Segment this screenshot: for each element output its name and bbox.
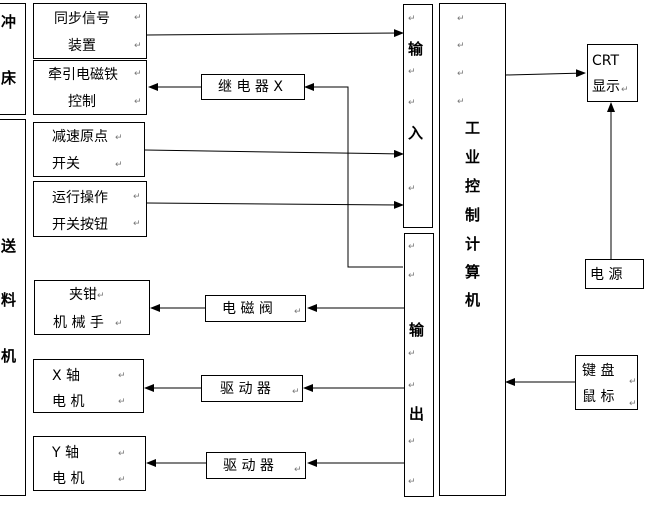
x-motor-line-2: 电 机 — [52, 394, 85, 410]
y-driver-box: 驱 动 器 — [206, 452, 306, 479]
paragraph-mark: ↵ — [294, 465, 302, 475]
relay-label: 继 电 器 X — [218, 79, 283, 95]
y-axis-motor-box: Y 轴 电 机 — [33, 436, 146, 491]
solenoid-valve-label: 电 磁 阀 — [222, 301, 273, 317]
crt-line-2: 显示 — [592, 79, 620, 95]
x-driver-label: 驱 动 器 — [220, 381, 271, 397]
power-label: 电 源 — [590, 267, 623, 283]
arrow-ipc-to-crt — [505, 69, 586, 78]
run-line-2: 开关按钮 — [52, 217, 108, 233]
feeder-label-2: 料 — [1, 291, 17, 309]
paragraph-mark: ↵ — [134, 97, 142, 107]
ipc-char-1: 工 — [465, 119, 481, 137]
ipc-char-4: 制 — [465, 206, 481, 224]
ipc-char-6: 算 — [465, 263, 481, 281]
press-label-2: 床 — [1, 69, 17, 87]
output-box: 输 出 — [404, 233, 434, 497]
x-motor-line-1: X 轴 — [52, 368, 81, 384]
line-output-to-relay — [304, 83, 403, 268]
y-motor-line-1: Y 轴 — [52, 445, 80, 461]
paragraph-mark: ↵ — [408, 98, 416, 108]
paragraph-mark: ↵ — [457, 41, 465, 51]
paragraph-mark: ↵ — [408, 271, 416, 281]
ipc-char-5: 计 — [465, 235, 481, 253]
keyboard-line-1: 键 盘 — [582, 363, 615, 379]
paragraph-mark: ↵ — [408, 184, 416, 194]
run-line-1: 运行操作 — [52, 190, 108, 206]
paragraph-mark: ↵ — [118, 397, 126, 407]
gripper-line-1: 夹钳 — [69, 287, 97, 303]
traction-line-2: 控制 — [68, 94, 96, 110]
decel-origin-switch-box: 减速原点 开关 — [33, 122, 145, 177]
paragraph-mark: ↵ — [118, 371, 126, 381]
paragraph-mark: ↵ — [115, 133, 123, 143]
paragraph-mark: ↵ — [294, 307, 302, 317]
paragraph-mark: ↵ — [457, 69, 465, 79]
paragraph-mark: ↵ — [629, 377, 637, 387]
industrial-computer-box: 工 业 控 制 计 算 机 — [439, 3, 506, 496]
paragraph-mark: ↵ — [118, 475, 126, 485]
output-label-2: 出 — [409, 405, 425, 423]
feeder-label-1: 送 — [1, 237, 17, 255]
arrow-sync-to-input — [146, 29, 404, 38]
run-button-box: 运行操作 开关按钮 — [33, 181, 147, 237]
feeder-box: 送 料 机 — [0, 119, 26, 496]
keyboard-line-2: 鼠 标 — [582, 389, 615, 405]
gripper-line-2: 机 械 手 — [53, 315, 104, 331]
power-box: 电 源 — [585, 259, 644, 289]
paragraph-mark: ↵ — [629, 399, 637, 409]
input-label-2: 入 — [408, 124, 424, 142]
press-box: 冲 床 — [0, 3, 26, 115]
traction-line-1: 牵引电磁铁 — [48, 67, 118, 83]
x-driver-box: 驱 动 器 — [201, 375, 303, 402]
crt-line-1: CRT — [592, 53, 620, 69]
press-label-1: 冲 — [1, 13, 17, 31]
ipc-char-3: 控 — [465, 177, 481, 195]
paragraph-mark: ↵ — [133, 219, 141, 229]
paragraph-mark: ↵ — [408, 437, 416, 447]
input-label-1: 输 — [408, 40, 424, 58]
decel-line-2: 开关 — [52, 156, 80, 172]
paragraph-mark: ↵ — [408, 349, 416, 359]
crt-display-box: CRT 显示 — [587, 44, 638, 102]
output-label-1: 输 — [409, 321, 425, 339]
paragraph-mark: ↵ — [134, 41, 142, 51]
arrow-run-to-input — [146, 200, 404, 209]
paragraph-mark: ↵ — [118, 449, 126, 459]
paragraph-mark: ↵ — [408, 14, 416, 24]
paragraph-mark: ↵ — [621, 85, 629, 95]
paragraph-mark: ↵ — [408, 381, 416, 391]
paragraph-mark: ↵ — [408, 67, 416, 77]
keyboard-mouse-box: 键 盘 鼠 标 — [575, 355, 638, 410]
arrow-decel-to-input — [144, 149, 404, 158]
input-box: 输 入 — [403, 4, 433, 228]
y-driver-label: 驱 动 器 — [223, 458, 274, 474]
paragraph-mark: ↵ — [408, 242, 416, 252]
feeder-label-3: 机 — [1, 347, 17, 365]
paragraph-mark: ↵ — [457, 97, 465, 107]
sync-device-line-2: 装置 — [68, 38, 96, 54]
gripper-box: 夹钳 机 械 手 — [34, 280, 150, 335]
sync-device-line-1: 同步信号 — [54, 11, 110, 27]
paragraph-mark: ↵ — [133, 192, 141, 202]
ipc-char-2: 业 — [465, 148, 481, 166]
paragraph-mark: ↵ — [97, 291, 105, 301]
decel-line-1: 减速原点 — [52, 129, 108, 145]
paragraph-mark: ↵ — [457, 14, 465, 24]
solenoid-valve-box: 电 磁 阀 — [205, 295, 306, 322]
x-axis-motor-box: X 轴 电 机 — [33, 359, 144, 413]
paragraph-mark: ↵ — [292, 387, 300, 397]
ipc-char-7: 机 — [465, 291, 481, 309]
sync-signal-device-box: 同步信号 装置 — [33, 3, 147, 59]
relay-box: 继 电 器 X — [201, 74, 305, 100]
y-motor-line-2: 电 机 — [52, 471, 85, 487]
paragraph-mark: ↵ — [134, 69, 142, 79]
paragraph-mark: ↵ — [115, 319, 123, 329]
paragraph-mark: ↵ — [408, 477, 416, 487]
paragraph-mark: ↵ — [134, 13, 142, 23]
traction-magnet-control-box: 牵引电磁铁 控制 — [33, 60, 147, 115]
paragraph-mark: ↵ — [115, 160, 123, 170]
